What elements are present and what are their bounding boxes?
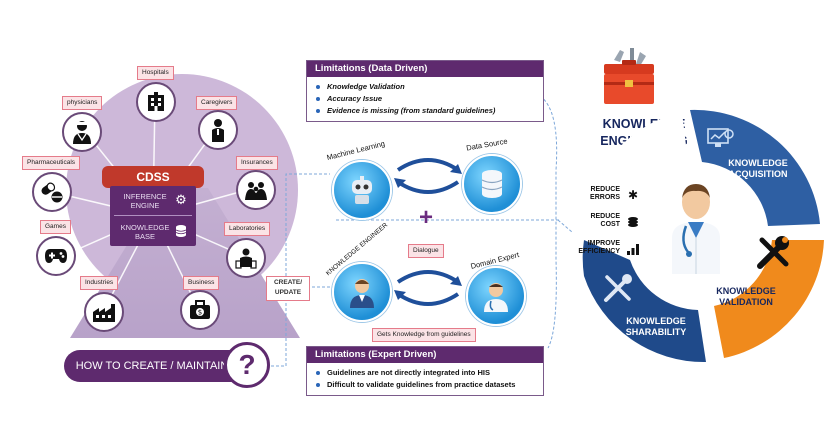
node-label-hospitals: Hospitals [137, 66, 174, 80]
node-label-physicians: physicians [62, 96, 103, 110]
pills-icon [32, 172, 72, 212]
limitations-expert-driven-panel: Limitations (Expert Driven) Guidelines a… [306, 346, 544, 396]
gets-knowledge-tag: Gets Knowledge from guidelines [372, 328, 476, 342]
doctor-icon [668, 182, 724, 274]
create-update-line2: UPDATE [274, 289, 302, 296]
physician-icon [62, 112, 102, 152]
question-icon: ? [224, 342, 270, 388]
benefit-reduce-errors: REDUCE ERRORS [584, 186, 620, 202]
knowledge-engineering-cycle [582, 109, 824, 363]
benefit-line2: EFFICIENCY [578, 248, 620, 255]
sharability-line2: SHARABILITY [625, 327, 687, 337]
insurance-icon [236, 170, 276, 210]
cdss-components: INFERENCE ENGINE ⚙ KNOWLEDGE BASE [110, 186, 196, 246]
node-label-insurances: Insurances [236, 156, 278, 170]
wrench-screwdriver-icon [754, 232, 794, 272]
list-item: Guidelines are not directly integrated i… [316, 367, 537, 379]
limitations-expert-driven-list: Guidelines are not directly integrated i… [307, 363, 543, 395]
robot-icon [332, 160, 392, 220]
node-label-laboratories: Laboratories [224, 222, 271, 236]
tools-cross-icon [600, 270, 636, 306]
acquisition-line1: KNOWLEDGE [728, 158, 788, 168]
benefit-line2: ERRORS [590, 194, 620, 201]
sharability-line1: KNOWLEDGE [626, 316, 686, 326]
knowledge-validation-label: KNOWLEDGE VALIDATION [706, 286, 786, 308]
laboratory-icon [226, 238, 266, 278]
validation-line1: KNOWLEDGE [716, 286, 776, 296]
create-update-line1: CREATE/ [273, 279, 303, 286]
segment-validation [714, 240, 824, 358]
cdss-divider [114, 215, 192, 216]
benefit-line1: REDUCE [590, 186, 620, 193]
knowledge-base-row: KNOWLEDGE BASE [114, 219, 194, 245]
bug-icon: ✱ [627, 188, 639, 202]
list-item: Accuracy Issue [316, 93, 537, 105]
plus-icon: + [418, 204, 433, 231]
caregiver-icon [198, 110, 238, 150]
benefit-line1: REDUCE [590, 213, 620, 220]
inference-engine-row: INFERENCE ENGINE ⚙ [114, 188, 194, 214]
toolbox-icon [600, 46, 658, 106]
cdss-title: CDSS [102, 166, 204, 188]
benefit-improve-efficiency: IMPROVE EFFICIENCY [570, 240, 620, 256]
bar-chart-icon [626, 242, 640, 256]
coins-icon [626, 215, 640, 229]
limitations-data-driven-title: Limitations (Data Driven) [307, 61, 543, 77]
knowledge-sharability-label: KNOWLEDGE SHARABILITY [614, 316, 698, 338]
node-label-games: Games [40, 220, 71, 234]
business-icon: $ [180, 290, 220, 330]
create-update-box: CREATE/ UPDATE [266, 276, 310, 301]
acquisition-line2: ACQUISITION [728, 169, 788, 179]
list-item: Difficult to validate guidelines from pr… [316, 379, 537, 391]
hospital-icon [136, 82, 176, 122]
svg-text:$: $ [198, 309, 202, 317]
ml-data-cycle-arrows [394, 158, 462, 194]
list-item: Evidence is missing (from standard guide… [316, 105, 537, 117]
how-to-create-maintain-banner: HOW TO CREATE / MAINTAIN [64, 350, 240, 382]
gear-icon: ⚙ [175, 192, 187, 207]
dialogue-tag: Dialogue [408, 244, 444, 258]
node-label-pharmaceuticals: Pharmaceuticals [22, 156, 81, 170]
data-source-icon [462, 154, 522, 214]
knowledge-acquisition-label: KNOWLEDGE ACQUISITION [716, 158, 800, 180]
industry-icon [84, 292, 124, 332]
monitor-chart-icon [706, 126, 734, 152]
inference-engine-label: INFERENCE ENGINE [123, 192, 167, 210]
node-label-industries: Industries [80, 276, 119, 290]
list-item: Knowledge Validation [316, 81, 537, 93]
benefit-line1: IMPROVE [587, 240, 620, 247]
limitations-expert-driven-title: Limitations (Expert Driven) [307, 347, 543, 363]
domain-expert-icon [466, 266, 526, 326]
knowledge-engineer-icon [332, 262, 392, 322]
node-label-business: Business [183, 276, 220, 290]
limitations-data-driven-panel: Limitations (Data Driven) Knowledge Vali… [306, 60, 544, 122]
engineer-expert-cycle-arrows [394, 270, 462, 306]
benefit-line2: COST [600, 221, 620, 228]
segment-acquisition [690, 109, 820, 226]
validation-line2: VALIDATION [719, 297, 773, 307]
node-label-caregivers: Caregivers [196, 96, 238, 110]
gamepad-icon [36, 236, 76, 276]
database-icon [174, 224, 188, 238]
benefit-reduce-cost: REDUCE COST [584, 213, 620, 229]
limitations-data-driven-list: Knowledge Validation Accuracy Issue Evid… [307, 77, 543, 121]
knowledge-base-label: KNOWLEDGE BASE [120, 223, 170, 241]
segment-sharability [582, 240, 706, 363]
